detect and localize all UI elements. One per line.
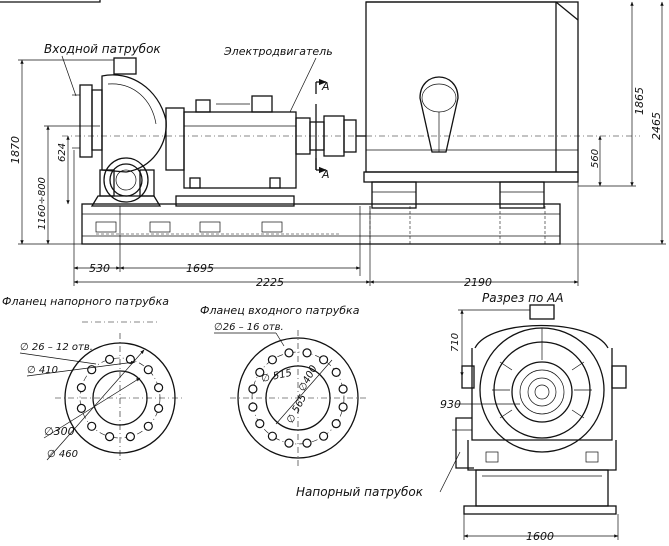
bolt-hole (267, 355, 277, 365)
bolt-hole (284, 438, 294, 448)
bolt-hole (154, 403, 164, 413)
motor (363, 1, 640, 209)
inlet-flange-view: Фланец входного патрубка ∅26 – 16 отв. ∅… (200, 304, 366, 466)
side-view: А А Входной патрубок Электродвигатель 18… (9, 1, 666, 289)
bolt-hole (255, 367, 265, 377)
inlet-bolt-holes (248, 348, 348, 448)
dim-1160-800: 1160÷800 (37, 177, 48, 230)
bolt-hole (319, 355, 329, 365)
motor-label: Электродвигатель (223, 45, 333, 58)
sec-1600-label: 1600 (526, 530, 554, 543)
bolt-hole (143, 365, 153, 375)
bolt-hole (125, 432, 135, 442)
frame-corner (0, 0, 101, 3)
bolt-hole (248, 384, 258, 394)
bolt-hole (338, 384, 348, 394)
dim-2225: 2225 (256, 276, 284, 289)
section-mark-a-top: А (321, 80, 330, 93)
left-dimensions: 1870 1160÷800 624 (9, 59, 114, 245)
bolt-hole (143, 421, 153, 431)
bolt-hole (87, 421, 97, 431)
bolt-hole (248, 402, 258, 412)
bolt-hole (104, 354, 115, 364)
sec-930-label: 930 (440, 398, 461, 411)
outlet-d460-label: ∅ 460 (47, 449, 78, 460)
bolt-hole (302, 348, 312, 358)
outlet-d410-label: ∅ 410 (27, 365, 58, 376)
dim-2190: 2190 (464, 276, 492, 289)
bottom-dimensions: 530 1695 2225 2190 (73, 150, 579, 289)
dim-2465: 2465 (650, 112, 663, 140)
outlet-holes-label: ∅ 26 – 12 отв. (20, 342, 93, 353)
outlet-flange-title: Фланец напорного патрубка (2, 295, 169, 308)
outlet-flange-view: Фланец напорного патрубка ∅ 26 – 12 отв.… (2, 295, 185, 463)
dim-1695: 1695 (186, 262, 214, 275)
dim-1865: 1865 (633, 87, 646, 115)
base-frame (81, 203, 561, 245)
pump-casing (62, 57, 360, 207)
bearing-housing (165, 95, 311, 207)
coupling (309, 104, 366, 170)
bolt-hole (331, 419, 341, 429)
inlet-flange-title: Фланец входного патрубка (200, 304, 360, 317)
dim-624: 624 (57, 143, 68, 162)
sec-710-label: 710 (450, 333, 461, 352)
bolt-hole (338, 402, 348, 412)
bolt-hole (331, 367, 341, 377)
bolt-hole (104, 432, 115, 442)
bolt-hole (319, 431, 329, 441)
right-dimensions: 1865 2465 560 (560, 1, 666, 245)
outlet-pipe-label: Напорный патрубок (296, 485, 424, 499)
dim-530: 530 (89, 262, 110, 275)
bolt-hole (154, 383, 164, 393)
dim-1870: 1870 (9, 136, 22, 164)
inlet-pipe-label: Входной патрубок (44, 42, 161, 56)
inlet-d515-label: ∅ 515 (260, 368, 293, 385)
section-aa-view: Разрез по АА 710 930 (296, 291, 627, 543)
bolt-hole (302, 438, 312, 448)
section-mark-a-bottom: А (321, 168, 330, 181)
inlet-holes-label: ∅26 – 16 отв. (214, 322, 284, 333)
outlet-bolt-holes (76, 354, 164, 442)
section-marks: А А (315, 78, 330, 181)
inlet-d400-label: ∅400 (297, 364, 320, 394)
section-aa-title: Разрез по АА (482, 291, 564, 305)
bolt-hole (76, 383, 87, 393)
bolt-hole (255, 419, 265, 429)
bolt-hole (284, 348, 294, 358)
dim-560: 560 (590, 149, 601, 168)
bolt-hole (267, 431, 277, 441)
bolt-hole (76, 403, 87, 413)
outlet-d300-label: ∅300 (44, 425, 75, 438)
